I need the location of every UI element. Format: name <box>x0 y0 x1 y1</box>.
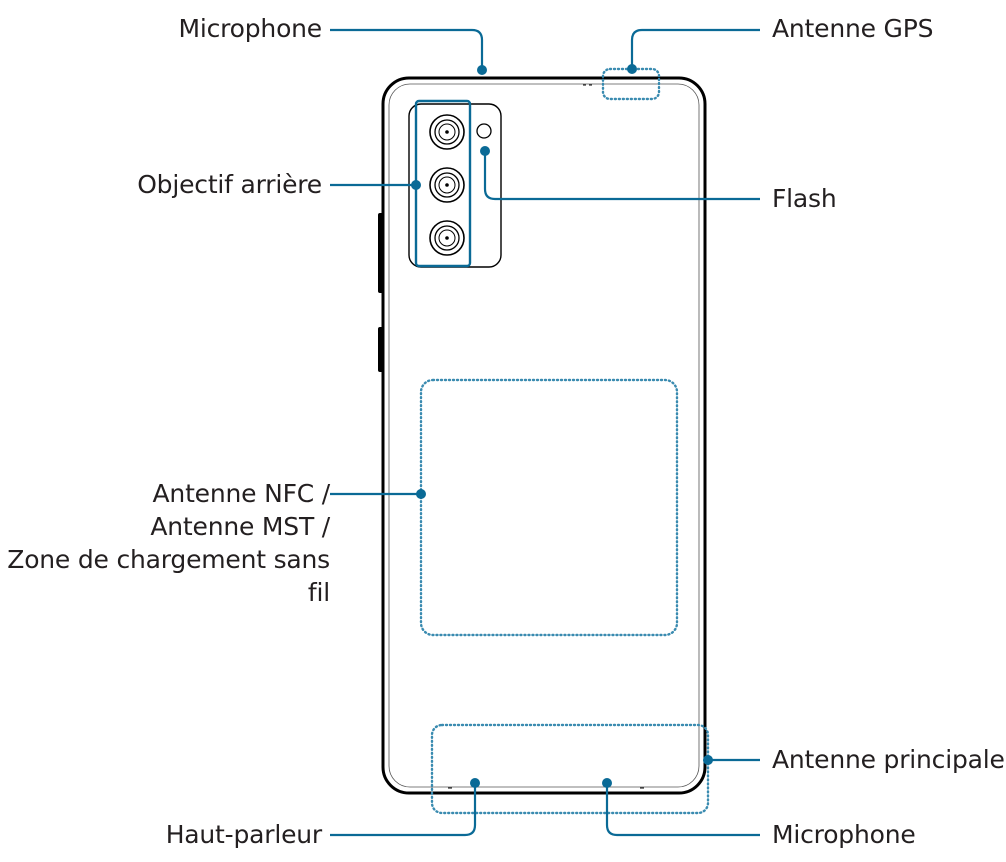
label-gps-antenna: Antenne GPS <box>772 14 934 43</box>
callout-flash <box>483 151 760 201</box>
label-rear-camera: Objectif arrière <box>137 170 322 199</box>
rear-lens-middle <box>429 167 465 203</box>
volume-button <box>378 213 384 293</box>
callout-speaker <box>330 783 477 837</box>
dot-speaker <box>470 778 480 788</box>
dot-nfc <box>416 489 426 499</box>
callout-lines <box>330 28 760 837</box>
label-main-antenna: Antenne principale <box>772 745 1005 774</box>
nfc-antenna-zone <box>419 378 679 637</box>
label-nfc-line-4: fil <box>307 578 330 607</box>
label-nfc-line-1: Antenne NFC / <box>152 479 331 508</box>
callout-gps-antenna <box>630 28 760 69</box>
callout-dots <box>411 64 713 788</box>
callout-microphone-top <box>330 28 484 70</box>
side-key <box>378 327 384 372</box>
label-speaker: Haut-parleur <box>165 820 323 849</box>
label-nfc-group: Antenne NFC / Antenne MST / Zone de char… <box>0 477 330 609</box>
dot-flash <box>480 146 490 156</box>
dot-gps-antenna <box>627 64 637 74</box>
label-microphone-bottom: Microphone <box>772 820 916 849</box>
rear-lens-bottom <box>429 220 465 256</box>
label-nfc-line-3: Zone de chargement sans <box>7 545 330 574</box>
dot-main-antenna <box>703 755 713 765</box>
label-flash: Flash <box>772 184 837 213</box>
dot-rear-camera <box>411 180 421 190</box>
label-microphone-top: Microphone <box>178 14 322 43</box>
label-nfc-line-2: Antenne MST / <box>150 512 330 541</box>
sensor-icon <box>476 123 492 139</box>
phone-inner-edge <box>388 83 700 788</box>
rear-lens-top <box>429 114 465 150</box>
dot-microphone-bottom <box>602 778 612 788</box>
callout-microphone-bottom <box>605 783 760 837</box>
dot-microphone-top <box>477 65 487 75</box>
main-antenna-zone <box>430 723 710 815</box>
